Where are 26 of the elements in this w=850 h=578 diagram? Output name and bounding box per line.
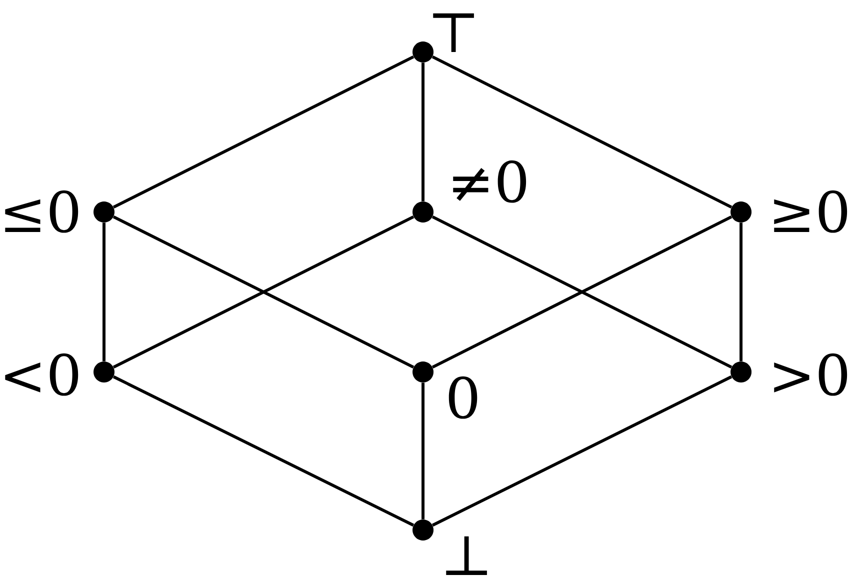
line (422, 382, 424, 520)
line (422, 62, 424, 202)
vertex-label: >0 (774, 353, 848, 396)
crossing-lines (112, 215, 414, 369)
vertex-dot (412, 202, 434, 222)
vertex-label: ≠0 (453, 160, 526, 203)
vertex-dot (412, 362, 434, 382)
line (432, 55, 732, 209)
line (112, 55, 414, 209)
vertex-label: ≤0 (5, 190, 78, 233)
vertex-dot (730, 362, 752, 382)
vertex-label: ⊤ (433, 13, 474, 52)
vertex-dot (94, 202, 114, 222)
vertex-dot (730, 202, 752, 222)
vertex-label: 0 (448, 376, 478, 419)
vertex-label: ⊥ (446, 536, 487, 575)
line (112, 375, 414, 527)
vertex-dot (94, 362, 114, 382)
line (102, 222, 106, 362)
line (740, 222, 743, 362)
crossing-lines (432, 215, 732, 369)
vertex-dot (412, 520, 434, 540)
line (432, 375, 732, 527)
vertex-label: ≥0 (774, 190, 848, 233)
vertex-dot (412, 42, 434, 62)
vertex-label: <0 (5, 353, 78, 396)
